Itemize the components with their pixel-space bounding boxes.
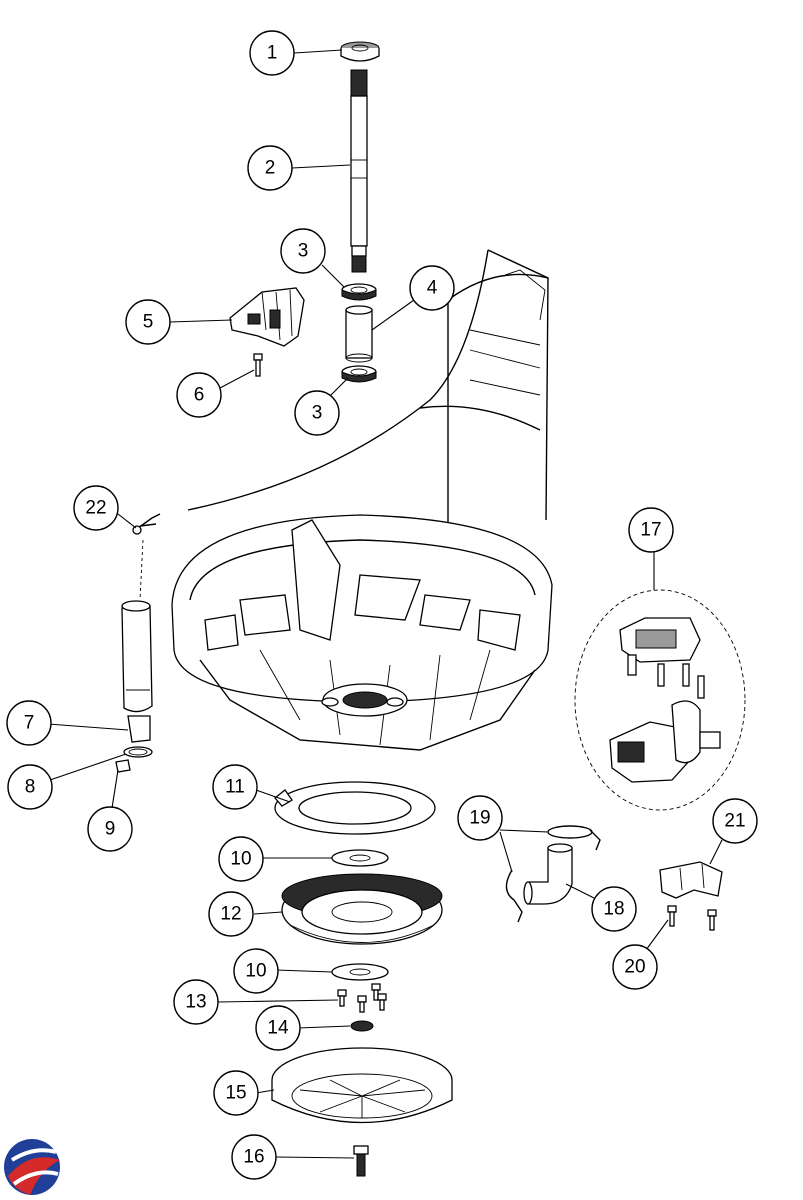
part-washer-lower [331, 963, 389, 981]
part-nut [340, 41, 380, 62]
callout-18: 18 [591, 886, 637, 932]
part-nut-14 [350, 1020, 374, 1032]
part-pump-assembly [574, 589, 746, 811]
callout-label: 20 [624, 957, 645, 978]
part-o-ring [123, 746, 153, 758]
part-ring-11 [274, 781, 436, 835]
callout-13: 13 [173, 979, 219, 1025]
part-drum-housing [171, 249, 553, 751]
callout-4: 4 [409, 265, 455, 311]
part-bracket [229, 287, 305, 347]
callout-label: 8 [25, 777, 36, 798]
callout-20: 20 [612, 944, 658, 990]
callout-21: 21 [712, 798, 758, 844]
part-screws-20 [667, 905, 717, 931]
callout-label: 10 [230, 849, 251, 870]
callout-label: 1 [267, 43, 278, 64]
part-gear [281, 873, 443, 945]
callout-label: 22 [85, 498, 106, 519]
callout-label: 2 [265, 158, 276, 179]
callout-label: 6 [194, 385, 205, 406]
callout-3b: 3 [294, 390, 340, 436]
callout-label: 3 [298, 241, 309, 262]
callout-label: 13 [185, 992, 206, 1013]
callout-label: 21 [724, 811, 745, 832]
callout-label: 4 [427, 278, 438, 299]
part-bearing-lower [341, 365, 377, 383]
callout-label: 18 [603, 899, 624, 920]
part-sleeve [345, 305, 373, 363]
callout-label: 5 [143, 312, 154, 333]
callout-6: 6 [176, 372, 222, 418]
callout-14: 14 [255, 1005, 301, 1051]
callout-label: 3 [312, 403, 323, 424]
callout-19: 19 [457, 795, 503, 841]
callout-8: 8 [7, 764, 53, 810]
callout-15: 15 [213, 1070, 259, 1116]
callout-3a: 3 [280, 228, 326, 274]
part-clip-22 [132, 513, 161, 601]
part-washer-upper [331, 849, 389, 867]
part-base-plate [271, 1047, 453, 1124]
callout-17: 17 [628, 507, 674, 553]
part-shaft [350, 69, 368, 273]
callout-label: 15 [225, 1083, 246, 1104]
callout-label: 17 [640, 520, 661, 541]
callout-label: 11 [225, 777, 245, 798]
part-small-clip [115, 759, 131, 773]
callout-label: 12 [220, 904, 241, 925]
callout-label: 9 [105, 819, 116, 840]
callout-label: 14 [267, 1018, 289, 1039]
callout-9: 9 [87, 806, 133, 852]
callout-10b: 10 [233, 948, 279, 994]
callout-16: 16 [231, 1134, 277, 1180]
callout-label: 7 [24, 713, 35, 734]
part-bracket-21 [659, 861, 723, 899]
part-bearing-upper [341, 283, 377, 301]
callout-22: 22 [73, 485, 119, 531]
part-bolt [353, 1145, 369, 1177]
callout-12: 12 [208, 891, 254, 937]
callout-5: 5 [125, 299, 171, 345]
part-screws-13 [337, 983, 387, 1013]
callout-1: 1 [249, 30, 295, 76]
callout-11: 11 [212, 764, 258, 810]
callout-label: 19 [469, 808, 490, 829]
part-tube [121, 600, 153, 743]
callout-7: 7 [6, 700, 52, 746]
callout-label: 10 [245, 961, 266, 982]
leader-lines [47, 49, 723, 1159]
callout-2: 2 [247, 145, 293, 191]
callout-label: 16 [243, 1147, 264, 1168]
brand-logo [4, 1139, 60, 1195]
callout-10a: 10 [218, 836, 264, 882]
part-elbow-hose [523, 843, 573, 905]
part-screw-6 [253, 353, 263, 377]
